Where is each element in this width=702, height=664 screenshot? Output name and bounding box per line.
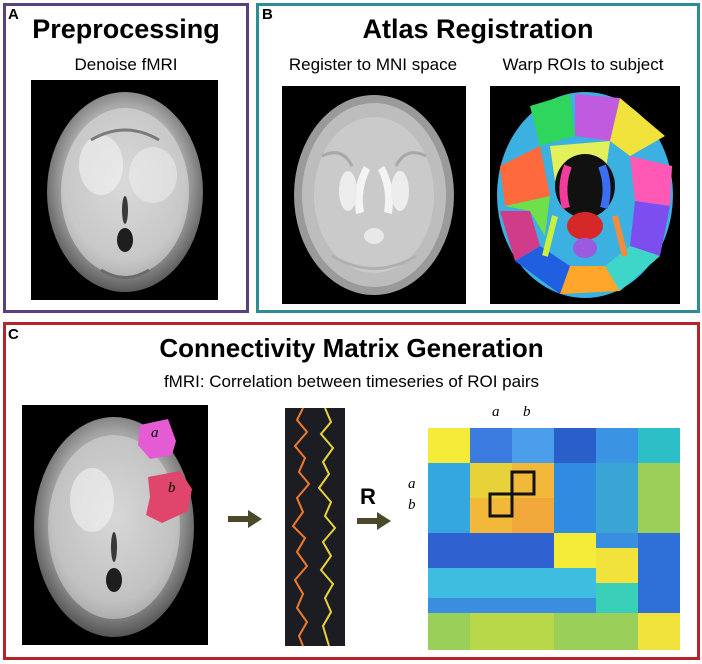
panel-b-title: Atlas Registration	[362, 14, 594, 44]
denoised-fmri-image	[31, 80, 218, 300]
roi-a-label: a	[151, 425, 159, 441]
warped-roi-atlas-image	[490, 86, 680, 304]
correlation-matrix-heatmap	[428, 428, 680, 650]
matrix-col-label-a: a	[492, 404, 500, 420]
panel-b-caption-right: Warp ROIs to subject	[502, 55, 664, 74]
panel-b-caption-left: Register to MNI space	[288, 55, 458, 74]
matrix-row-label-b: b	[408, 497, 416, 513]
panel-a-letter: A	[8, 6, 19, 23]
panel-a-preprocessing	[3, 3, 249, 313]
roi-b-label: b	[168, 480, 176, 496]
right-arrow-icon	[228, 510, 262, 533]
panel-c-connectivity-matrix	[3, 322, 700, 660]
panel-c-letter: C	[8, 326, 19, 343]
r-label: R	[360, 484, 376, 509]
panel-a-title: Preprocessing	[32, 14, 220, 44]
matrix-col-label-b: b	[523, 404, 531, 420]
panel-c-title: Connectivity Matrix Generation	[159, 333, 544, 363]
panel-b-letter: B	[262, 6, 273, 23]
matrix-row-label-a: a	[408, 476, 416, 492]
mni-template-image	[282, 86, 466, 304]
timeseries-plot	[285, 408, 345, 646]
right-arrow-icon	[357, 512, 391, 535]
panel-c-caption: fMRI: Correlation between timeseries of …	[163, 372, 540, 391]
panel-a-caption: Denoise fMRI	[74, 55, 178, 74]
fmri-with-rois-image	[22, 405, 208, 645]
panel-b-atlas-registration	[256, 3, 700, 313]
